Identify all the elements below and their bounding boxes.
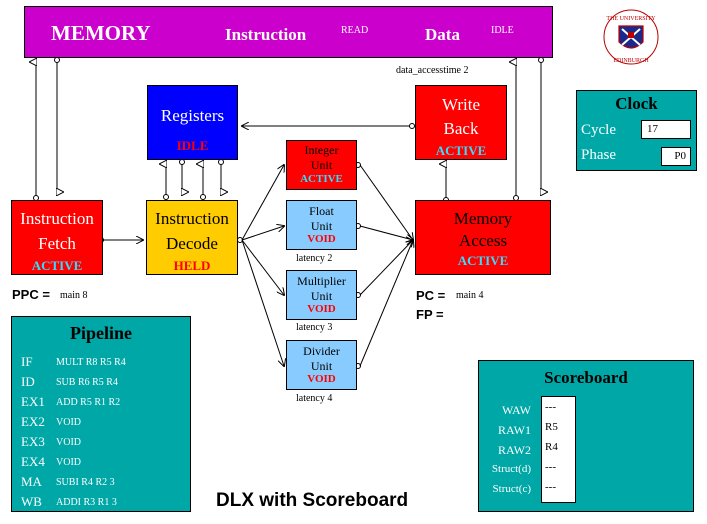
clock-title: Clock (615, 94, 658, 113)
clock-phase-label: Phase (581, 147, 616, 163)
pipeline-stage: WB (21, 494, 42, 509)
decode-title-line2: Decode (166, 234, 218, 253)
pipeline-instr: ADDI R3 R1 3 (56, 497, 117, 508)
clock-cycle-value: 17 (647, 123, 658, 135)
divider-unit-block: Divider Unit VOID (286, 340, 357, 390)
pipeline-instr: VOID (56, 457, 81, 468)
registers-title: Registers (160, 106, 225, 125)
scoreboard-row-value: --- (545, 401, 556, 413)
instruction-fetch-block: Instruction Fetch ACTIVE (11, 200, 103, 275)
divider-unit-status: VOID (307, 373, 336, 385)
pipeline-stage: EX2 (21, 414, 45, 429)
multiplier-unit-block: Multiplier Unit VOID (286, 270, 357, 320)
fetch-status: ACTIVE (31, 258, 83, 273)
float-unit-status: VOID (307, 233, 336, 245)
fp-label: FP = (416, 307, 444, 322)
multiplier-unit-line2: Unit (310, 289, 333, 303)
pipeline-instr: ADD R5 R1 R2 (56, 397, 121, 408)
float-unit-block: Float Unit VOID (286, 200, 357, 250)
diagram-caption: DLX with Scoreboard (216, 490, 409, 511)
registers-status: IDLE (176, 138, 209, 153)
memory-access-title-line1: Memory (453, 209, 513, 228)
integer-unit-status: ACTIVE (300, 173, 343, 185)
scoreboard-panel: Scoreboard WAW --- RAW1 R5 RAW2 R4 Struc… (478, 360, 694, 512)
decode-status: HELD (173, 258, 211, 273)
registers-block: Registers IDLE (147, 85, 238, 160)
multiplier-unit-line1: Multiplier (297, 274, 346, 288)
ppc-value: main 8 (60, 290, 88, 301)
write-back-title-line2: Back (443, 119, 479, 138)
multiplier-unit-status: VOID (307, 303, 336, 315)
svg-text:EDINBURGH: EDINBURGH (613, 58, 649, 64)
integer-unit-line1: Integer (304, 143, 339, 157)
decode-title-line1: Instruction (155, 209, 229, 228)
divider-unit-latency: latency 4 (296, 393, 333, 404)
pipeline-stage: IF (21, 354, 33, 369)
scoreboard-row-value: R5 (545, 421, 558, 433)
pc-label: PC = (416, 288, 446, 303)
pc-value: main 4 (456, 290, 484, 301)
clock-cycle-label: Cycle (581, 122, 616, 138)
scoreboard-values-box (541, 396, 576, 503)
pipeline-stage: EX4 (21, 454, 45, 469)
scoreboard-row-value: --- (545, 461, 556, 473)
scoreboard-row-label: Struct(c) (492, 483, 531, 495)
memory-instruction-status: READ (341, 25, 369, 36)
write-back-title-line1: Write (441, 95, 481, 114)
pipeline-stage: ID (21, 374, 35, 389)
memory-access-status: ACTIVE (457, 253, 509, 268)
fetch-title-line2: Fetch (38, 234, 76, 253)
divider-unit-line2: Unit (310, 359, 333, 373)
scoreboard-row-label: RAW1 (497, 423, 531, 437)
memory-access-title-line2: Access (458, 231, 508, 250)
scoreboard-row-value: R4 (545, 441, 558, 453)
pipeline-stage: EX3 (21, 434, 45, 449)
memory-title: MEMORY (51, 21, 151, 45)
clock-panel: Clock Cycle 17 Phase P0 (576, 90, 697, 171)
float-unit-line2: Unit (310, 219, 333, 233)
multiplier-unit-latency: latency 3 (296, 322, 333, 333)
clock-phase-field[interactable]: P0 (661, 147, 691, 166)
pipeline-stage: EX1 (21, 394, 45, 409)
pipeline-instr: VOID (56, 437, 81, 448)
memory-instruction-label: Instruction (225, 25, 307, 44)
data-access-time: data_accesstime 2 (396, 65, 469, 76)
integer-unit-block: Integer Unit ACTIVE (286, 140, 357, 190)
clock-phase-value: P0 (674, 150, 686, 162)
memory-access-block: Memory Access ACTIVE (415, 200, 551, 275)
scoreboard-row-label: RAW2 (497, 443, 531, 457)
integer-unit-line2: Unit (310, 158, 333, 172)
write-back-status: ACTIVE (435, 143, 487, 158)
memory-block: MEMORY Instruction READ Data IDLE (24, 6, 553, 58)
pipeline-instr: SUBI R4 R2 3 (56, 477, 115, 488)
pipeline-stage: MA (21, 474, 42, 489)
scoreboard-row-value: --- (545, 481, 556, 493)
svg-text:THE UNIVERSITY: THE UNIVERSITY (606, 16, 656, 22)
clock-cycle-field[interactable]: 17 (641, 120, 691, 139)
university-crest-icon: THE UNIVERSITY EDINBURGH (602, 8, 660, 66)
pipeline-instr: MULT R8 R5 R4 (56, 357, 126, 368)
memory-data-label: Data (425, 25, 460, 44)
instruction-decode-block: Instruction Decode HELD (146, 200, 238, 275)
scoreboard-title: Scoreboard (544, 368, 628, 387)
scoreboard-row-label: WAW (501, 403, 531, 417)
float-unit-latency: latency 2 (296, 253, 333, 264)
pipeline-title: Pipeline (70, 323, 132, 343)
divider-unit-line1: Divider (303, 344, 340, 358)
scoreboard-row-label: Struct(d) (491, 463, 531, 475)
ppc-label: PPC = (12, 287, 50, 302)
float-unit-line1: Float (309, 204, 334, 218)
pipeline-instr: VOID (56, 417, 81, 428)
pipeline-panel: Pipeline IF MULT R8 R5 R4 ID SUB R6 R5 R… (11, 316, 191, 512)
pipeline-instr: SUB R6 R5 R4 (56, 377, 118, 388)
fetch-title-line1: Instruction (20, 209, 94, 228)
write-back-block: Write Back ACTIVE (415, 85, 507, 160)
memory-data-status: IDLE (491, 25, 514, 36)
